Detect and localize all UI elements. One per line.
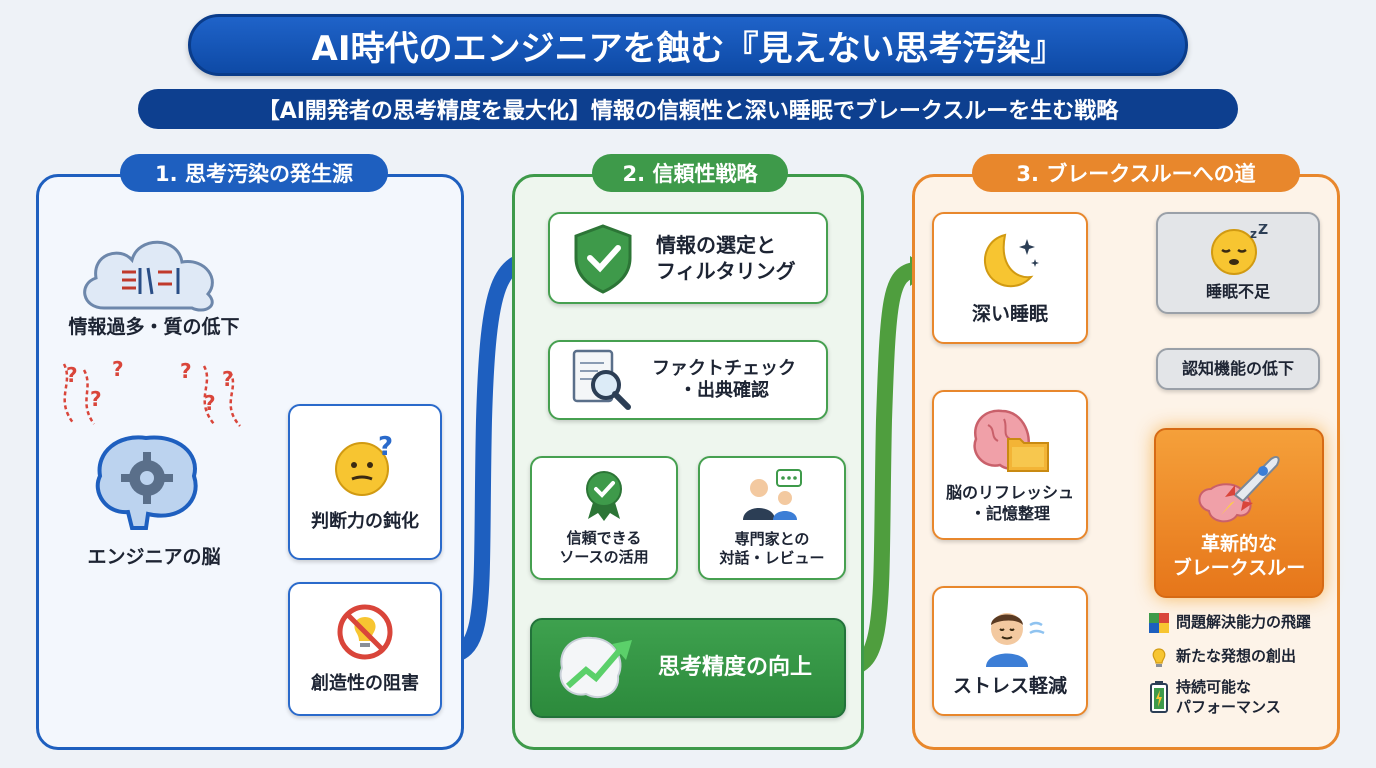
lightbulb-icon — [1152, 648, 1166, 667]
svg-text:?: ? — [204, 391, 216, 415]
svg-text:?: ? — [66, 363, 78, 387]
brain-folder-icon — [973, 409, 1049, 473]
page-subtitle: 【AI開発者の思考精度を最大化】情報の信頼性と深い睡眠でブレークスルーを生む戦略 — [138, 89, 1238, 129]
puzzle-icon — [1149, 613, 1169, 633]
thinking-face-icon: ? — [335, 432, 393, 496]
rocket-brain-icon — [1198, 456, 1280, 523]
svg-text:?: ? — [112, 357, 124, 381]
refresh-line1: 脳のリフレッシュ — [945, 483, 1074, 503]
precision-label: 思考精度の向上 — [658, 654, 813, 680]
cognitive-decline-card: 認知機能の低下 — [1156, 348, 1320, 390]
creativity-card: 創造性の阻害 — [288, 582, 442, 716]
sleep-lack-label: 睡眠不足 — [1205, 281, 1270, 301]
section1-label: 1. 思考汚染の発生源 — [120, 154, 388, 192]
overload-label: 情報過多・質の低下 — [68, 316, 240, 338]
creativity-label: 創造性の阻害 — [311, 672, 419, 694]
benefit-item: 新たな発想の創出 — [1148, 646, 1311, 668]
refresh-line2: ・記憶整理 — [969, 504, 1050, 523]
break-line1: 革新的な — [1200, 533, 1277, 556]
section3-label: 3. ブレークスルーへの道 — [972, 154, 1300, 192]
magnifier-document-icon — [572, 349, 631, 410]
brain-gear-icon — [95, 435, 198, 530]
page-title: AI時代のエンジニアを蝕む『見えない思考汚染』 — [188, 14, 1188, 76]
svg-text:?: ? — [90, 387, 102, 411]
brain-refresh-card: 脳のリフレッシュ ・記憶整理 — [932, 390, 1088, 540]
moon-stars-icon — [984, 233, 1039, 288]
relaxed-person-icon — [986, 613, 1045, 668]
no-idea-icon — [337, 604, 393, 660]
brain-growth-icon — [559, 636, 632, 699]
svg-text:?: ? — [378, 432, 393, 462]
select-filter-card: 情報の選定と フィルタリング — [548, 212, 828, 304]
svg-text:Z: Z — [1258, 224, 1268, 238]
shield-check-icon — [574, 224, 632, 294]
section2-label: 2. 信頼性戦略 — [592, 154, 788, 192]
fact-line2: ・出典確認 — [679, 380, 769, 401]
expert-review-card: 専門家との 対話・レビュー — [698, 456, 846, 580]
svg-text:z: z — [1250, 227, 1257, 241]
trusted-source-card: 信頼できる ソースの活用 — [530, 456, 678, 580]
stress-card: ストレス軽減 — [932, 586, 1088, 716]
stress-label: ストレス軽減 — [952, 675, 1067, 698]
benefit-item: 持続可能な パフォーマンス — [1148, 678, 1311, 717]
sleep-lack-card: z Z 睡眠不足 — [1156, 212, 1320, 314]
cognitive-label: 認知機能の低下 — [1181, 358, 1294, 378]
svg-text:?: ? — [180, 359, 192, 383]
benefit3-line1: 持続可能な — [1176, 678, 1252, 696]
precision-card: 思考精度の向上 — [530, 618, 846, 718]
benefit-label: 新たな発想の創出 — [1176, 647, 1297, 666]
svg-text:?: ? — [222, 367, 234, 391]
award-ribbon-icon — [586, 470, 622, 521]
battery-icon — [1150, 681, 1168, 713]
fact-check-card: ファクトチェック ・出典確認 — [548, 340, 828, 420]
benefit-item: 問題解決能力の飛躍 — [1148, 612, 1311, 634]
benefit3-line2: パフォーマンス — [1176, 697, 1281, 716]
breakthrough-card: 革新的な ブレークスルー — [1154, 428, 1324, 598]
expert-line2: 対話・レビュー — [719, 549, 825, 567]
source-line2: ソースの活用 — [559, 548, 649, 566]
benefit-label: 問題解決能力の飛躍 — [1176, 613, 1312, 632]
sleepy-face-icon: z Z — [1211, 224, 1268, 275]
cloud-icon — [83, 240, 214, 312]
fact-line1: ファクトチェック — [652, 357, 796, 379]
source-line1: 信頼できる — [566, 528, 642, 547]
deep-sleep-card: 深い睡眠 — [932, 212, 1088, 344]
benefit-list: 問題解決能力の飛躍 新たな発想の創出 持続可能な パフォーマンス — [1148, 612, 1311, 717]
question-marks-icon: ?????? — [62, 357, 241, 427]
expert-chat-icon — [743, 468, 802, 520]
expert-line1: 専門家との — [734, 529, 810, 548]
deep-sleep-label: 深い睡眠 — [971, 303, 1048, 326]
judgment-card: ? 判断力の鈍化 — [288, 404, 442, 560]
select-line2: フィルタリング — [656, 259, 796, 283]
select-line1: 情報の選定と — [656, 233, 776, 257]
break-line2: ブレークスルー — [1172, 557, 1306, 579]
brain-label: エンジニアの脳 — [87, 546, 221, 568]
judgment-label: 判断力の鈍化 — [311, 510, 419, 532]
